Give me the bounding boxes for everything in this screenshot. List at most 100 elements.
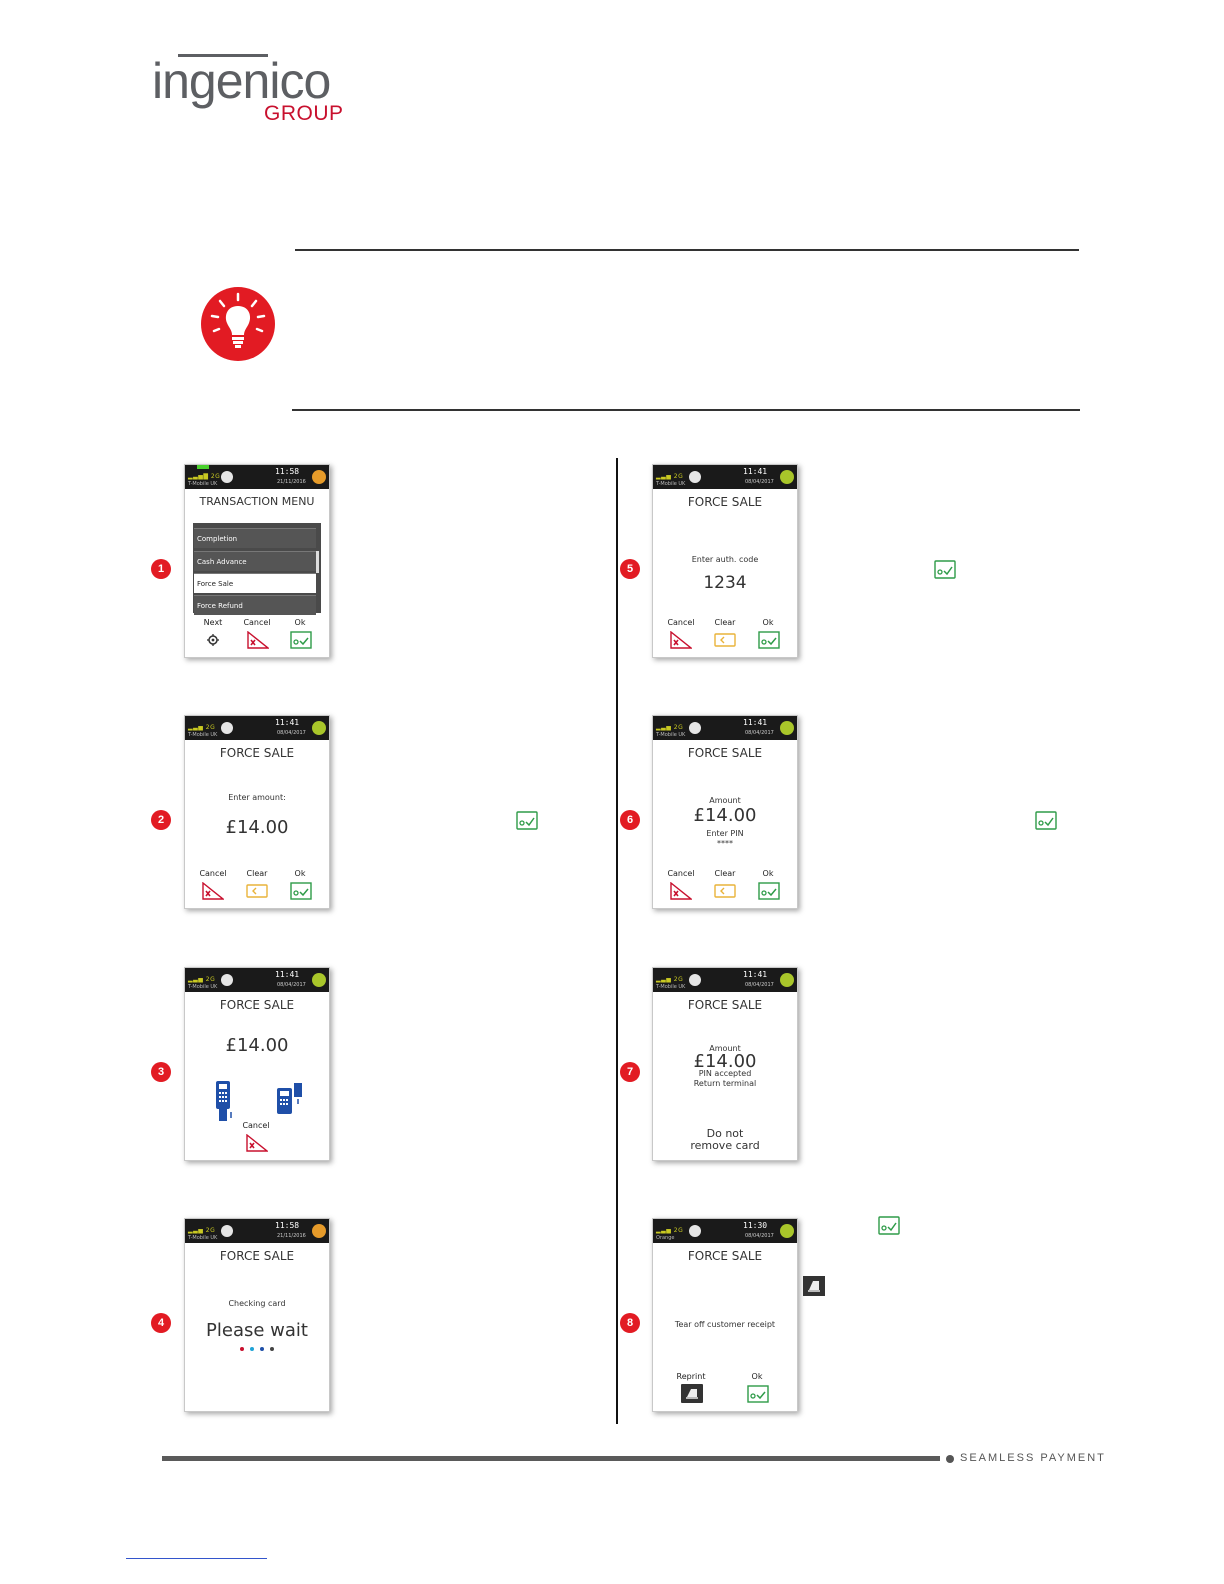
carrier-label: T-Mobile UK [188, 1235, 218, 1241]
cancel-x-icon[interactable] [670, 882, 692, 900]
footer-tagline: SEAMLESS PAYMENT [960, 1452, 1106, 1464]
screen-title: FORCE SALE [219, 1249, 295, 1263]
signal-icon: ▂▃▅ 2G [188, 724, 216, 731]
carrier-label: T-Mobile UK [188, 732, 218, 738]
terminal-screen-transaction-menu: ▂▃▅▇ 2G T-Mobile UK 11:58 21/11/2016 TRA… [184, 464, 330, 658]
menu-item-force-sale[interactable]: Force Sale [194, 573, 316, 593]
cancel-x-icon[interactable] [247, 631, 269, 649]
menu-item-force-refund[interactable]: Force Refund [194, 595, 316, 615]
date: 08/04/2017 [745, 730, 774, 736]
prompt-text: Enter auth. code [691, 555, 759, 564]
amount-value: £14.00 [693, 805, 757, 826]
contactless-icon [221, 1225, 233, 1237]
carrier-label: T-Mobile UK [188, 481, 218, 487]
battery-icon [312, 721, 326, 735]
screen-title: TRANSACTION MENU [199, 495, 315, 508]
cancel-label: Cancel [243, 618, 271, 627]
footer-link-underline[interactable] [126, 1558, 267, 1559]
date: 08/04/2017 [745, 1233, 774, 1239]
column-divider [616, 458, 618, 1424]
clear-label: Clear [714, 869, 736, 878]
signal-icon: ▂▃▅ 2G [656, 724, 684, 731]
clear-back-icon[interactable] [714, 633, 736, 647]
screen-title: FORCE SALE [687, 998, 763, 1012]
date: 08/04/2017 [277, 730, 306, 736]
contactless-icon [221, 722, 233, 734]
signal-icon: ▂▃▅▇ 2G [188, 473, 221, 480]
settings-gear-icon[interactable] [204, 633, 222, 647]
ok-check-icon[interactable] [758, 631, 780, 649]
clear-back-icon[interactable] [246, 884, 268, 898]
next-label: Next [203, 618, 223, 627]
lightbulb-icon [201, 287, 275, 361]
tip-bottom-rule [292, 409, 1080, 411]
logo-bar [178, 54, 268, 57]
footer-rule [162, 1456, 940, 1461]
carrier-label: T-Mobile UK [656, 984, 686, 990]
contactless-icon [689, 722, 701, 734]
ok-check-icon[interactable] [758, 882, 780, 900]
battery-icon [780, 470, 794, 484]
screen-title: FORCE SALE [687, 1249, 763, 1263]
amount-value: £14.00 [693, 1051, 757, 1072]
clock: 11:41 [275, 970, 300, 979]
ok-label: Ok [751, 1372, 763, 1381]
menu-item-cash-advance[interactable]: Cash Advance [194, 551, 316, 571]
amount-label: Amount [709, 796, 741, 805]
auth-code-value: 1234 [703, 573, 747, 593]
cancel-x-icon[interactable] [246, 1134, 268, 1152]
cancel-x-icon[interactable] [202, 882, 224, 900]
step-marker-2: 2 [151, 810, 171, 830]
pin-prompt: Enter PIN [706, 829, 744, 838]
date: 21/11/2016 [277, 1233, 306, 1239]
signal-icon: ▂▃▅ 2G [188, 976, 216, 983]
cancel-label: Cancel [242, 1121, 270, 1130]
clock: 11:30 [743, 1221, 768, 1230]
signal-icon: ▂▃▅ 2G [656, 976, 684, 983]
step-marker-3: 3 [151, 1062, 171, 1082]
signal-icon: ▂▃▅ 2G [656, 1227, 684, 1234]
step-marker-7: 7 [620, 1062, 640, 1082]
return-terminal-text: Return terminal [693, 1079, 757, 1088]
date: 08/04/2017 [277, 982, 306, 988]
prompt-text: Enter amount: [228, 793, 286, 802]
carrier-label: T-Mobile UK [656, 481, 686, 487]
menu-item-completion[interactable]: Completion [194, 528, 316, 548]
date: 21/11/2016 [277, 479, 306, 485]
tip-top-rule [295, 249, 1079, 251]
step-marker-4: 4 [151, 1313, 171, 1333]
pin-mask: **** [717, 839, 733, 848]
ok-check-icon[interactable] [290, 631, 312, 649]
terminal-screen-enter-auth-code: ▂▃▅ 2G T-Mobile UK 11:41 08/04/2017 FORC… [652, 464, 798, 658]
screen-title: FORCE SALE [219, 998, 295, 1012]
pin-status: PIN accepted [698, 1069, 752, 1078]
contactless-icon [221, 974, 233, 986]
screen-title: FORCE SALE [687, 495, 763, 509]
terminal-screen-tear-receipt: ▂▃▅ 2G Orange 11:30 08/04/2017 FORCE SAL… [652, 1218, 798, 1412]
date: 08/04/2017 [745, 479, 774, 485]
printer-icon[interactable] [681, 1384, 703, 1403]
ok-label: Ok [294, 869, 306, 878]
amount-label: Amount [709, 1044, 741, 1053]
battery-icon [312, 1224, 326, 1238]
amount-value: £14.00 [225, 817, 289, 838]
cancel-x-icon[interactable] [670, 631, 692, 649]
progress-dots [185, 1344, 329, 1351]
clock: 11:58 [275, 1221, 300, 1230]
ingenico-logo: ingenico GROUP [152, 48, 343, 128]
terminal-screen-present-card: ▂▃▅ 2G T-Mobile UK 11:41 08/04/2017 FORC… [184, 967, 330, 1161]
screen-title: FORCE SALE [687, 746, 763, 760]
ok-label: Ok [762, 869, 774, 878]
ok-check-icon[interactable] [747, 1385, 769, 1403]
menu-scrollbar[interactable] [316, 551, 319, 573]
warning-line-1: Do not [706, 1127, 744, 1140]
clock: 11:41 [743, 970, 768, 979]
terminal-screen-checking-card: ▂▃▅ 2G T-Mobile UK 11:58 21/11/2016 FORC… [184, 1218, 330, 1412]
ok-check-icon[interactable] [290, 882, 312, 900]
clock: 11:58 [275, 467, 300, 476]
clear-back-icon[interactable] [714, 884, 736, 898]
carrier-label: T-Mobile UK [188, 984, 218, 990]
status-bar: ▂▃▅ 2G T-Mobile UK 11:41 08/04/2017 [185, 716, 329, 740]
contactless-icon [689, 1225, 701, 1237]
terminal-screen-enter-amount: ▂▃▅ 2G T-Mobile UK 11:41 08/04/2017 FORC… [184, 715, 330, 909]
